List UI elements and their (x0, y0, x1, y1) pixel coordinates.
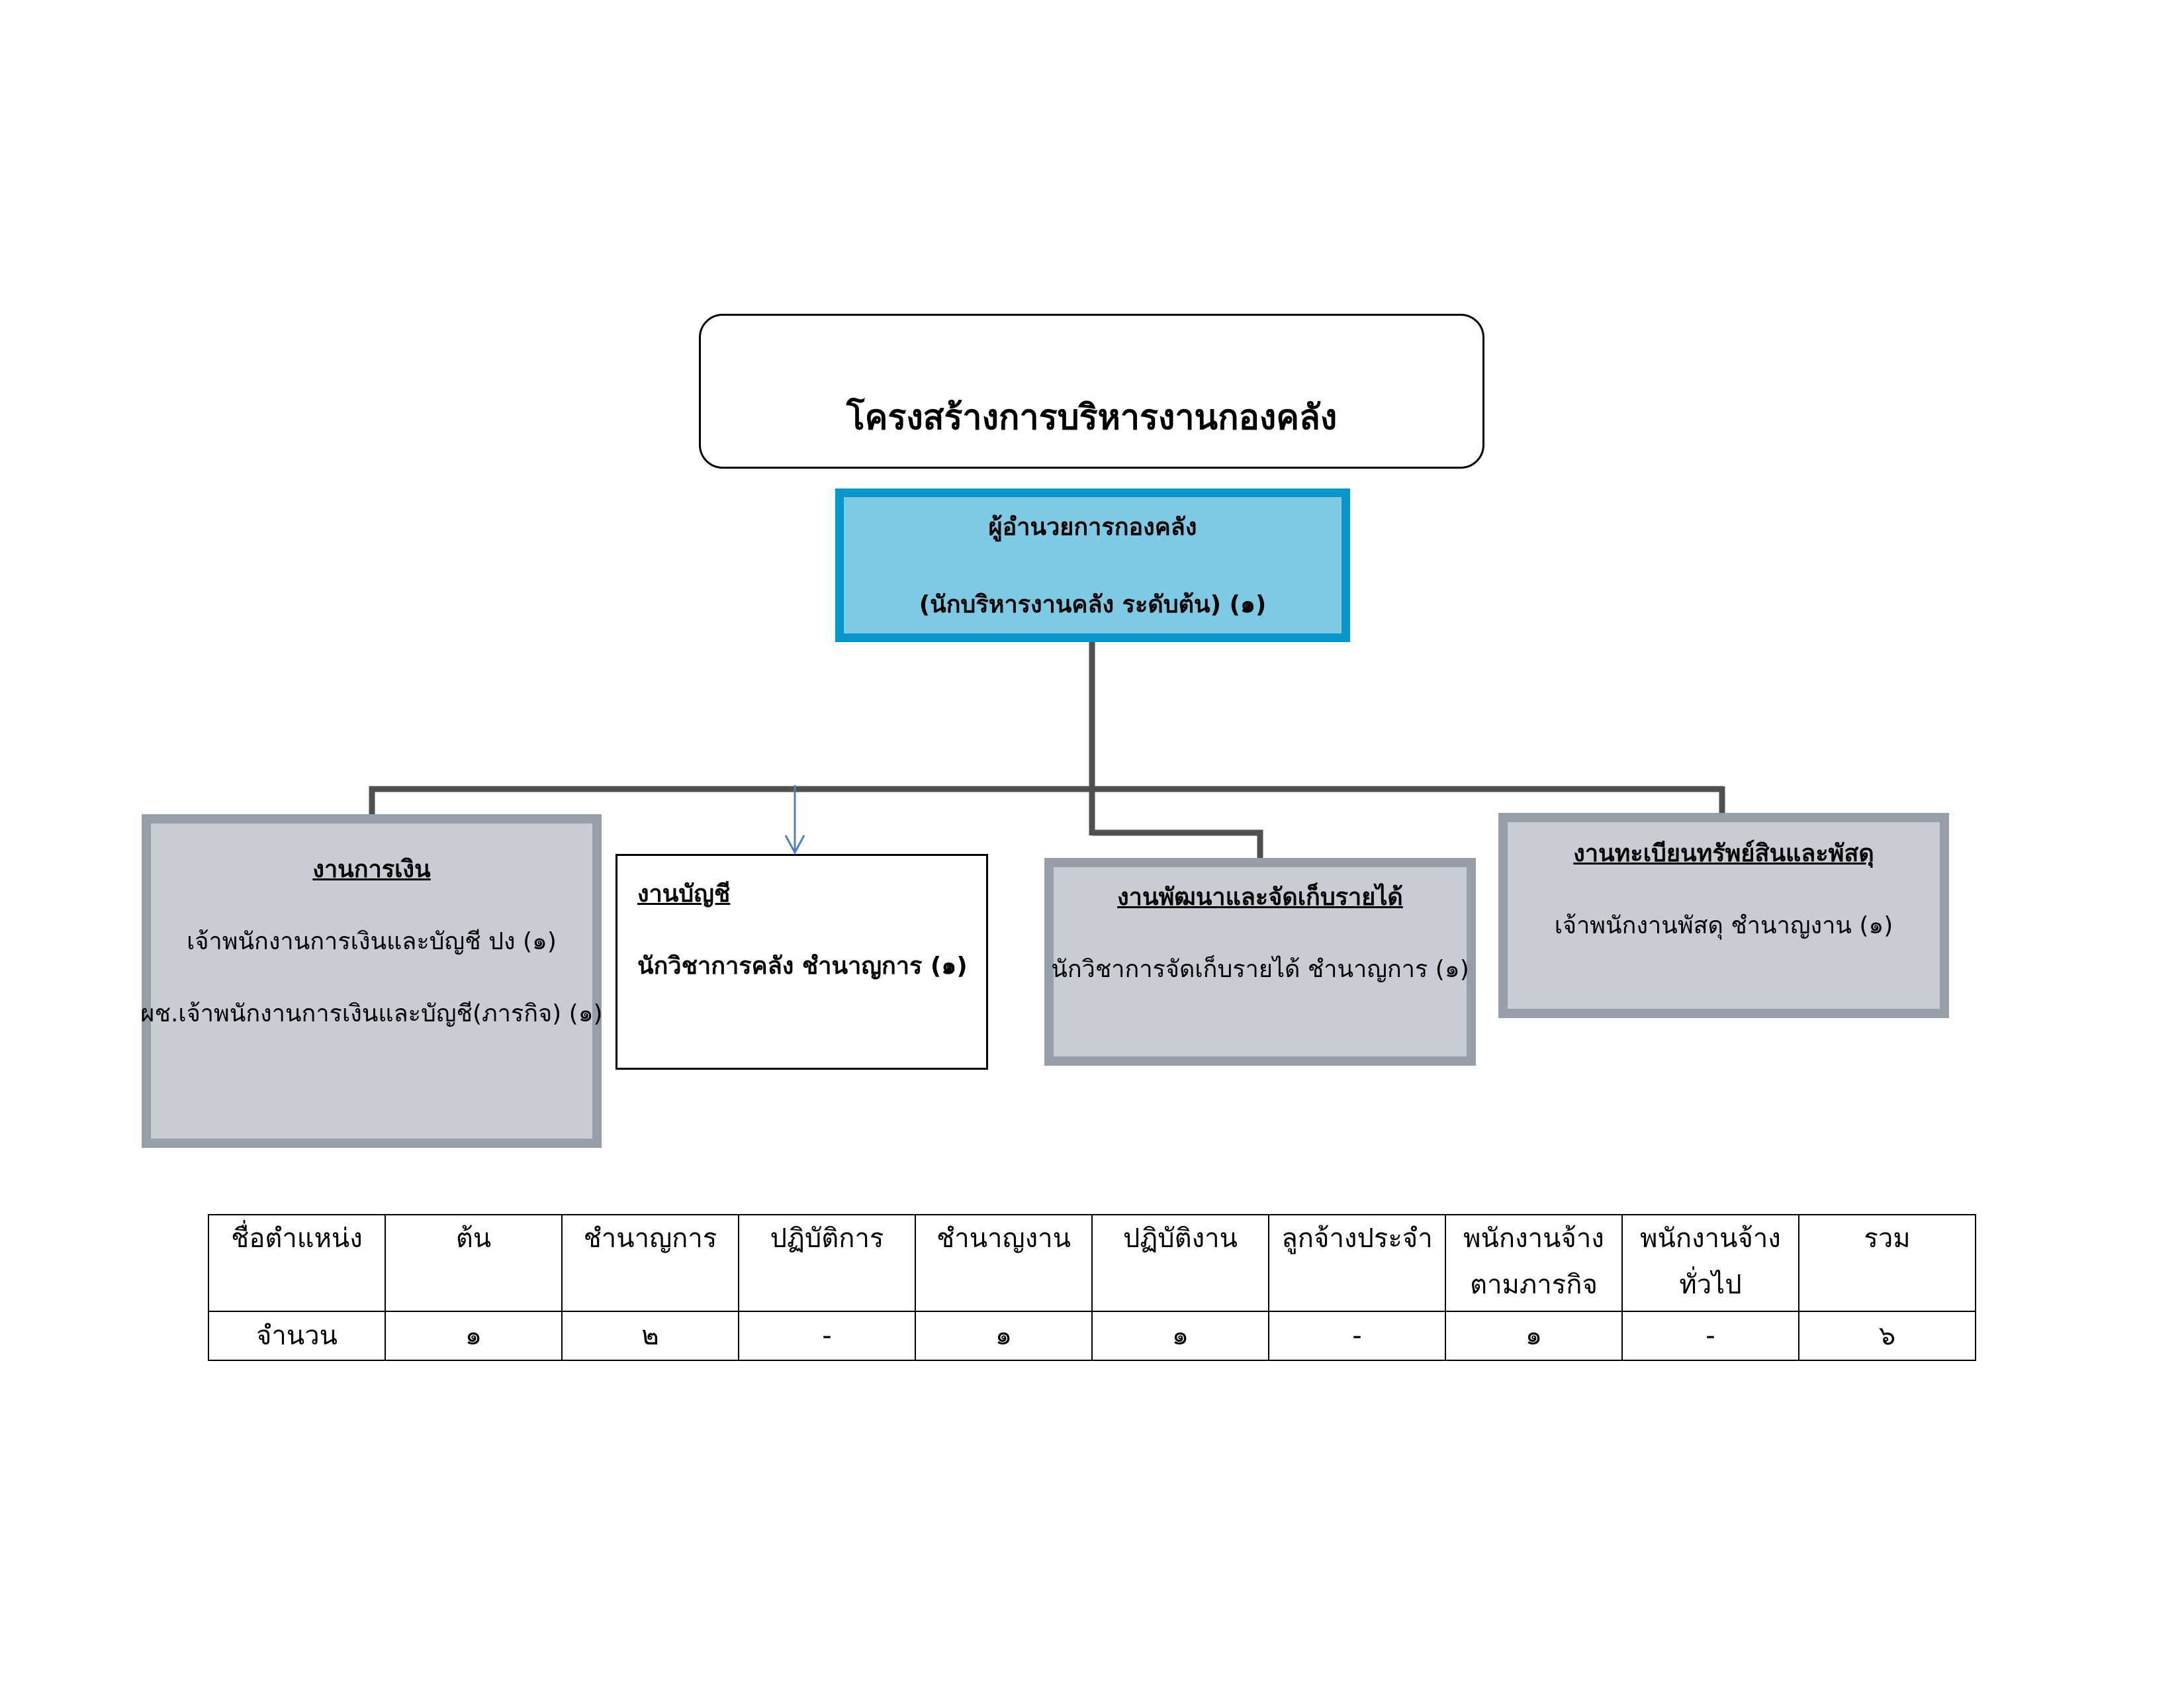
table-header-cell: ปฏิบัติการ (738, 1214, 916, 1312)
unit-position: ผช.เจ้าพนักงานการเงินและบัญชี(ภารกิจ) (๑… (140, 1000, 603, 1027)
unit-heading: งานการเงิน (312, 856, 431, 883)
title-box: โครงสร้างการบริหารงานกองคลัง (699, 314, 1484, 469)
table-cell: ๖ (1798, 1311, 1976, 1361)
table-cell: ๑ (915, 1311, 1093, 1361)
table-cell: จำนวน (208, 1311, 386, 1361)
table-header-cell: ปฏิบัติงาน (1091, 1214, 1269, 1312)
unit-position: เจ้าพนักงานการเงินและบัญชี ปง (๑) (187, 928, 557, 955)
table-count-row: จำนวน ๑ ๒ - ๑ ๑ - ๑ - ๖ (208, 1311, 1976, 1361)
unit-position: นักวิชาการคลัง ชำนาญการ (๑) (637, 953, 968, 980)
table-cell: - (738, 1311, 916, 1361)
drop-revenue (1092, 829, 1263, 859)
staff-count-table: ชื่อตำแหน่ง ต้น ชำนาญการ ปฏิบัติการ ชำนา… (208, 1214, 1976, 1361)
unit-heading: งานทะเบียนทรัพย์สินและพัสดุ (1573, 840, 1874, 867)
arrow-to-accounting (784, 785, 805, 855)
table-header-cell: ชำนาญการ (561, 1214, 739, 1312)
table-header-cell: ต้น (385, 1214, 563, 1312)
table-cell: ๒ (561, 1311, 739, 1361)
unit-position: นักวิชาการจัดเก็บรายได้ ชำนาญการ (๑) (1051, 956, 1469, 983)
table-header-cell: ลูกจ้างประจำ (1268, 1214, 1446, 1312)
table-header-cell: พนักงานจ้างทั่วไป (1621, 1214, 1799, 1312)
table-header-cell: ชื่อตำแหน่ง (208, 1214, 386, 1312)
table-cell: - (1268, 1311, 1446, 1361)
unit-heading: งานบัญชี (637, 880, 731, 908)
page-title: โครงสร้างการบริหารงานกองคลัง (846, 398, 1338, 438)
table-header-cell: รวม (1798, 1214, 1976, 1312)
unit-position: เจ้าพนักงานพัสดุ ชำนาญงาน (๑) (1554, 912, 1893, 939)
table-cell: ๑ (385, 1311, 563, 1361)
unit-finance-box: งานการเงิน เจ้าพนักงานการเงินและบัญชี ปง… (140, 814, 603, 1148)
table-header-row: ชื่อตำแหน่ง ต้น ชำนาญการ ปฏิบัติการ ชำนา… (208, 1214, 1976, 1312)
table-cell: ๑ (1091, 1311, 1269, 1361)
director-title: ผู้อำนวยการกองคลัง (988, 514, 1197, 541)
unit-heading: งานพัฒนาและจัดเก็บรายได้ (1117, 884, 1403, 911)
unit-revenue-box: งานพัฒนาและจัดเก็บรายได้ นักวิชาการจัดเก… (1044, 858, 1476, 1066)
table-cell: ๑ (1445, 1311, 1623, 1361)
table-header-cell: ชำนาญงาน (915, 1214, 1093, 1312)
director-box: ผู้อำนวยการกองคลัง (นักบริหารงานคลัง ระด… (835, 489, 1350, 642)
unit-supplies-box: งานทะเบียนทรัพย์สินและพัสดุ เจ้าพนักงานพ… (1498, 813, 1949, 1018)
director-position: (นักบริหารงานคลัง ระดับต้น) (๑) (919, 591, 1267, 618)
unit-accounting-box: งานบัญชี นักวิชาการคลัง ชำนาญการ (๑) (615, 854, 988, 1070)
table-header-cell: พนักงานจ้างตามภารกิจ (1445, 1214, 1623, 1312)
table-cell: - (1621, 1311, 1799, 1361)
